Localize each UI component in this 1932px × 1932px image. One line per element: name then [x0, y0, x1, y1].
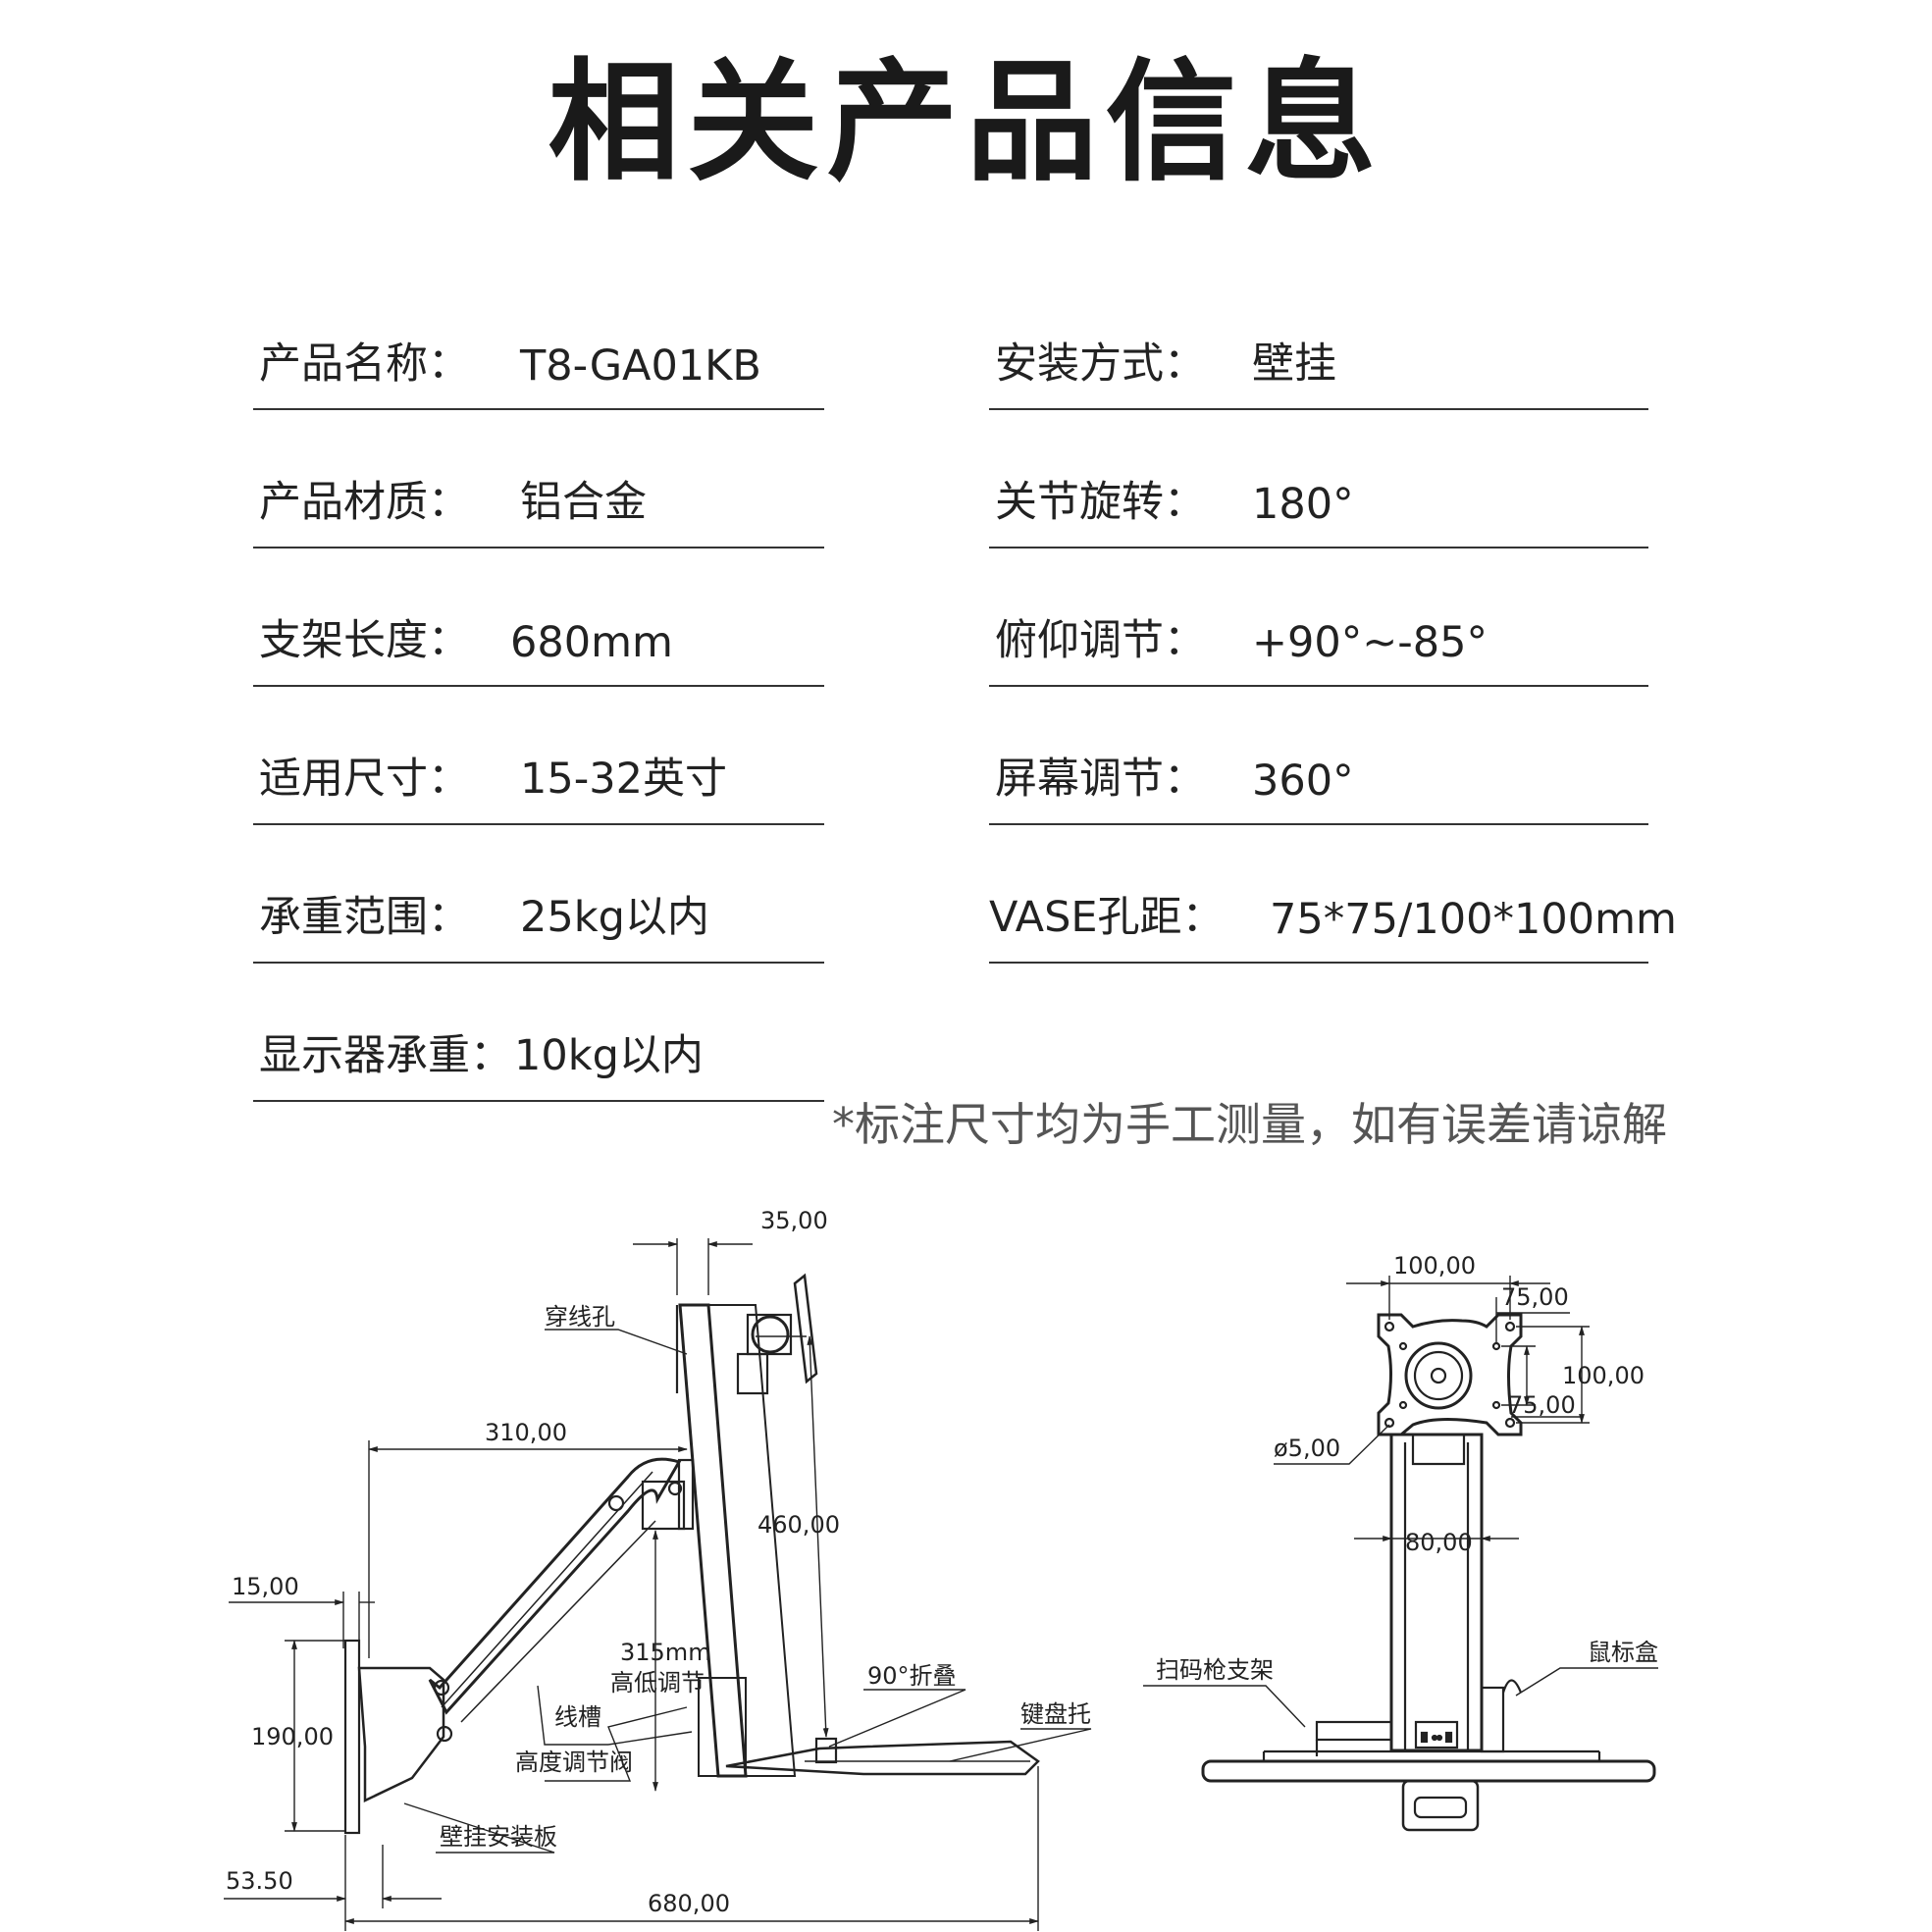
- spec-row-length: 支架长度： 680mm: [253, 606, 824, 687]
- spec-label: 适用尺寸：: [259, 755, 470, 804]
- dim-arm-reach: 310,00: [485, 1419, 567, 1446]
- vesa-plate-front: [1377, 1313, 1523, 1436]
- spec-value: 15-32英寸: [520, 755, 727, 804]
- spec-label: 关节旋转：: [995, 478, 1206, 527]
- spec-row-screen-rotation: 屏幕调节： 360°: [989, 745, 1648, 825]
- keyboard-tray-front: [1201, 1759, 1656, 1783]
- spec-value: 75*75/100*100mm: [1270, 895, 1677, 944]
- label-cable-hole: 穿线孔: [545, 1303, 615, 1331]
- spec-value: +90°~-85°: [1252, 618, 1488, 667]
- side-view-drawing: [343, 1273, 1040, 1835]
- spec-value: 10kg以内: [514, 1031, 704, 1080]
- front-view-text: 100,00 75,00 100,00 75,00 ø5,00 80,00 扫码…: [1156, 1252, 1658, 1684]
- spec-row-mount-type: 安装方式： 壁挂: [989, 330, 1648, 410]
- label-height-range: 315mm: [620, 1639, 711, 1666]
- spec-row-vesa: VASE孔距： 75*75/100*100mm: [989, 883, 1677, 964]
- spec-label: 产品材质：: [259, 478, 470, 527]
- label-mouse-box: 鼠标盒: [1588, 1639, 1658, 1666]
- spec-value: 180°: [1252, 480, 1354, 529]
- measurement-note: *标注尺寸均为手工测量，如有误差请谅解: [832, 1098, 1667, 1151]
- dim-pole-height: 460,00: [757, 1511, 840, 1539]
- side-view-text: 35,00 310,00 460,00 15,00 190,00 53.50 6…: [226, 1207, 1091, 1917]
- spec-value: 360°: [1252, 757, 1354, 806]
- spec-row-monitor-load: 显示器承重： 10kg以内: [253, 1021, 824, 1102]
- label-wall-plate: 壁挂安装板: [440, 1823, 557, 1851]
- label-cable-slot: 线槽: [554, 1703, 601, 1731]
- spec-row-product-name: 产品名称： T8-GA01KB: [253, 330, 824, 410]
- label-keyboard-tray: 键盘托: [1020, 1700, 1091, 1728]
- dim-plate-height: 190,00: [251, 1723, 334, 1750]
- spec-label: 承重范围：: [259, 893, 470, 942]
- spec-value: 铝合金: [520, 478, 647, 527]
- spec-row-tilt: 俯仰调节： +90°~-85°: [989, 606, 1648, 687]
- dim-vesa-75-w: 75,00: [1501, 1283, 1569, 1311]
- vesa-plate-side: [793, 1273, 818, 1384]
- spec-label: 安装方式：: [995, 339, 1206, 389]
- spec-label: VASE孔距：: [989, 893, 1225, 942]
- spec-value: 25kg以内: [520, 893, 709, 942]
- dim-hole-diameter: ø5,00: [1274, 1435, 1340, 1462]
- page-title: 相关产品信息: [548, 46, 1384, 199]
- spec-row-material: 产品材质： 铝合金: [253, 468, 824, 548]
- dim-plate-thickness: 15,00: [232, 1573, 299, 1600]
- dim-pole-width: 80,00: [1405, 1529, 1473, 1556]
- front-view-dimensions: [1143, 1276, 1658, 1728]
- dim-vesa-75-h: 75,00: [1508, 1391, 1576, 1419]
- spec-value: 壁挂: [1252, 339, 1336, 389]
- dim-vesa-100-w: 100,00: [1393, 1252, 1476, 1279]
- dim-total-length: 680,00: [648, 1890, 730, 1917]
- label-fold: 90°折叠: [867, 1662, 957, 1690]
- spec-label: 屏幕调节：: [995, 755, 1206, 804]
- vertical-pole: [678, 1303, 748, 1778]
- spec-label: 支架长度：: [259, 616, 470, 665]
- label-scanner-holder: 扫码枪支架: [1156, 1656, 1274, 1684]
- spec-row-load-range: 承重范围： 25kg以内: [253, 883, 824, 964]
- spec-row-screen-size: 适用尺寸： 15-32英寸: [253, 745, 824, 825]
- wall-plate-shape: [343, 1639, 361, 1835]
- dim-top-width: 35,00: [760, 1207, 828, 1234]
- spec-label: 产品名称：: [259, 339, 470, 389]
- dim-base-offset: 53.50: [226, 1867, 293, 1895]
- spec-row-joint-rotation: 关节旋转： 180°: [989, 468, 1648, 548]
- spec-label: 显示器承重：: [259, 1031, 512, 1080]
- side-view-dimensions: [224, 1238, 1092, 1931]
- spec-value: 680mm: [510, 618, 673, 667]
- spec-value: T8-GA01KB: [520, 341, 761, 391]
- front-view-drawing: [1201, 1313, 1656, 1832]
- spec-label: 俯仰调节：: [995, 616, 1206, 665]
- label-height-valve: 高度调节阀: [515, 1749, 633, 1776]
- keyboard-tray-shape: [725, 1740, 1040, 1776]
- dim-vesa-100-h: 100,00: [1562, 1362, 1645, 1389]
- label-height-adjust: 高低调节: [610, 1669, 705, 1697]
